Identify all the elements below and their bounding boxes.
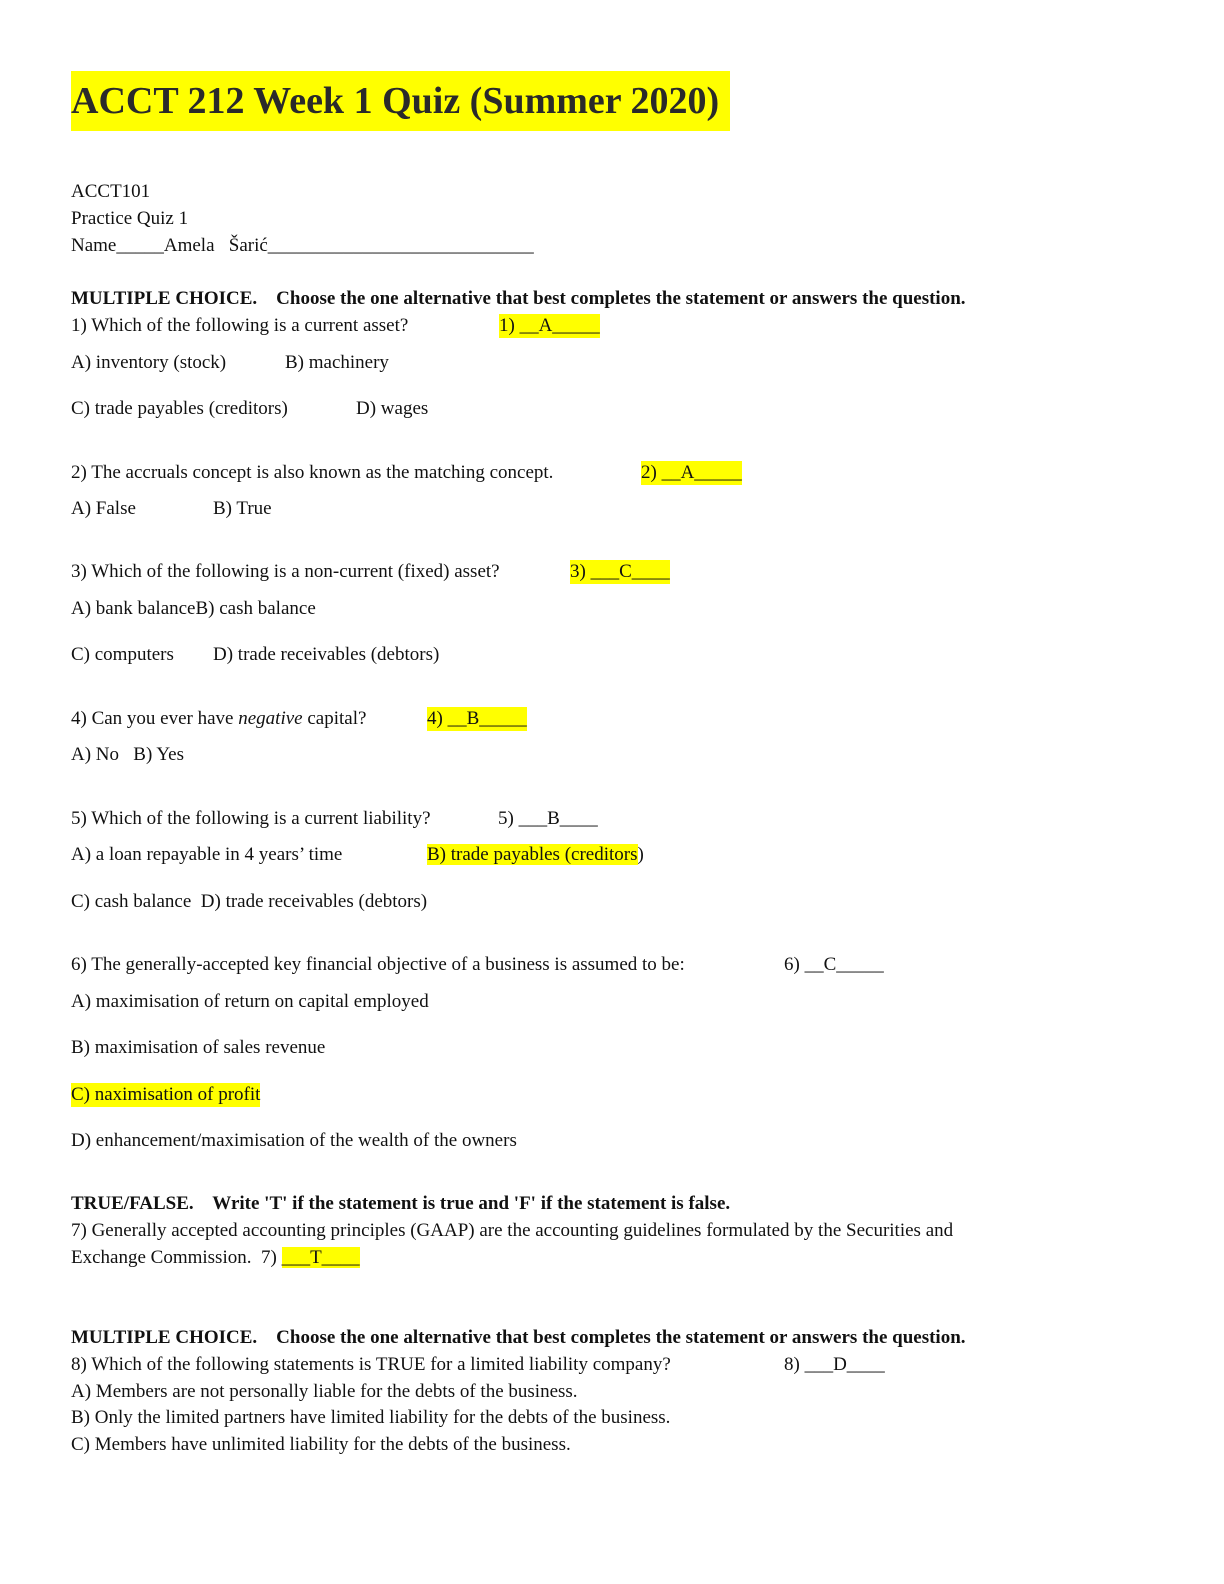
question-7-line2: Exchange Commission. 7) ___T____: [71, 1246, 360, 1270]
question-5: 5) Which of the following is a current l…: [71, 808, 431, 829]
answer-4: 4) __B_____: [427, 707, 527, 731]
option-1d: D) wages: [356, 398, 429, 419]
question-4-post: capital?: [302, 708, 367, 729]
option-6b: B) maximisation of sales revenue: [71, 1037, 326, 1058]
question-2: 2) The accruals concept is also known as…: [71, 462, 554, 483]
question-4-pre: 4) Can you ever have: [71, 708, 239, 729]
option-1a: A) inventory (stock): [71, 352, 227, 373]
option-4ab: A) No B) Yes: [71, 744, 184, 765]
question-3: 3) Which of the following is a non-curre…: [71, 561, 500, 582]
option-5b: B) trade payables (creditors): [427, 843, 644, 867]
option-3c: C) computers: [71, 644, 174, 665]
option-1b: B) machinery: [285, 352, 389, 373]
option-2b: B) True: [213, 498, 272, 519]
option-5b-highlight: B) trade payables (creditors: [427, 844, 638, 865]
answer-3: 3) ___C____: [570, 560, 670, 584]
option-5cd: C) cash balance D) trade receivables (de…: [71, 891, 428, 912]
option-6a: A) maximisation of return on capital emp…: [71, 991, 429, 1012]
section-heading-tf: TRUE/FALSE. Write 'T' if the statement i…: [71, 1193, 731, 1214]
question-7-line1: 7) Generally accepted accounting princip…: [71, 1220, 954, 1241]
option-6d: D) enhancement/maximisation of the wealt…: [71, 1130, 517, 1151]
answer-8: 8) ___D____: [784, 1354, 885, 1375]
option-8a: A) Members are not personally liable for…: [71, 1381, 578, 1402]
question-1: 1) Which of the following is a current a…: [71, 315, 409, 336]
question-7-text: Exchange Commission. 7): [71, 1247, 282, 1268]
quiz-name: Practice Quiz 1: [71, 208, 189, 229]
option-3d: D) trade receivables (debtors): [213, 644, 440, 665]
page-title: ACCT 212 Week 1 Quiz (Summer 2020): [71, 71, 730, 131]
option-5b-end: ): [637, 844, 644, 865]
answer-6: 6) __C_____: [784, 954, 884, 975]
question-4-emphasis: negative: [238, 708, 303, 729]
option-2a: A) False: [71, 498, 136, 519]
section-heading-mc-2: MULTIPLE CHOICE. Choose the one alternat…: [71, 1327, 966, 1348]
course-code: ACCT101: [71, 181, 151, 202]
section-heading-mc: MULTIPLE CHOICE. Choose the one alternat…: [71, 288, 966, 309]
option-3ab: A) bank balanceB) cash balance: [71, 598, 316, 619]
option-8b: B) Only the limited partners have limite…: [71, 1407, 671, 1428]
answer-2: 2) __A_____: [641, 461, 742, 485]
option-5a: A) a loan repayable in 4 years’ time: [71, 844, 343, 865]
question-4: 4) Can you ever have negative capital?: [71, 707, 366, 731]
answer-1: 1) __A_____: [499, 314, 600, 338]
question-8: 8) Which of the following statements is …: [71, 1354, 671, 1375]
option-6c: C) naximisation of profit: [71, 1083, 261, 1107]
option-1c: C) trade payables (creditors): [71, 398, 288, 419]
student-name: Name_____Amela Šarić____________________…: [71, 235, 534, 256]
option-8c: C) Members have unlimited liability for …: [71, 1434, 571, 1455]
question-6: 6) The generally-accepted key financial …: [71, 954, 685, 975]
answer-5: 5) ___B____: [498, 808, 598, 829]
answer-7: ___T____: [281, 1247, 360, 1268]
